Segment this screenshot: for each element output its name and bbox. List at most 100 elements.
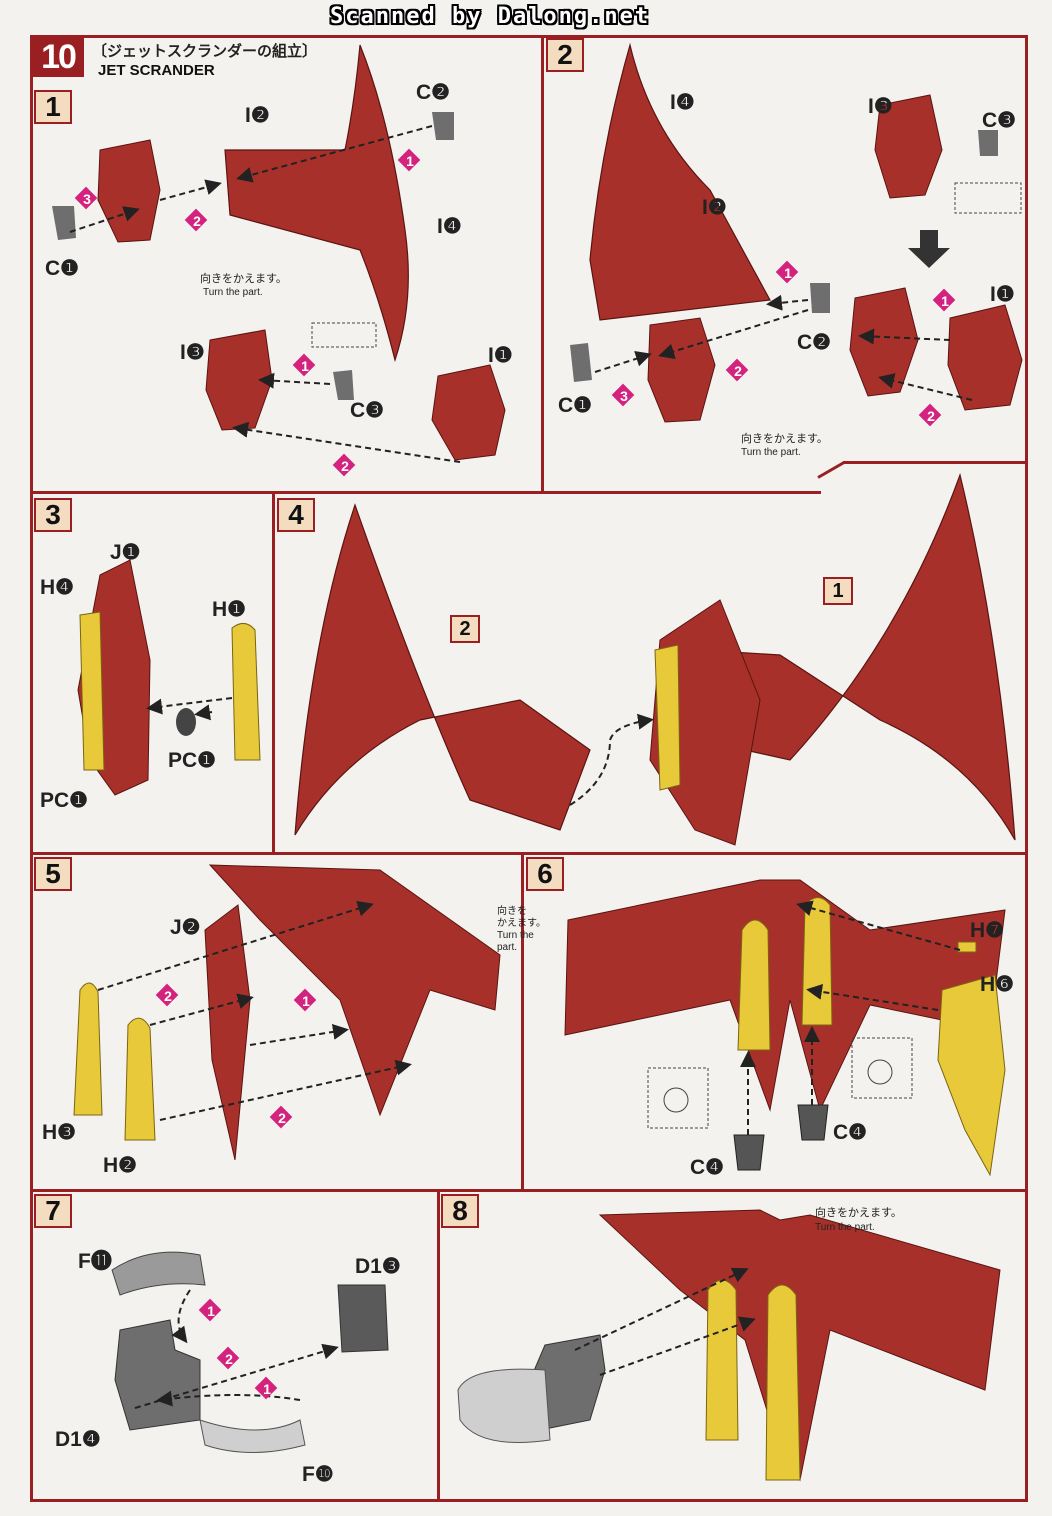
step6-detail-circle-left bbox=[663, 1087, 689, 1113]
step3-part-h1 bbox=[231, 623, 261, 761]
step1-order-3: 3 bbox=[74, 186, 98, 210]
step2-detail-box bbox=[954, 182, 1022, 214]
step2-down-arrow bbox=[908, 230, 950, 268]
step3-label-pc1-right: PC❶ bbox=[168, 749, 216, 772]
step-badge-8: 8 bbox=[441, 1194, 479, 1228]
step7-order-2: 2 bbox=[216, 1346, 240, 1370]
step1-detail-box bbox=[311, 322, 377, 348]
section-number: 10 bbox=[32, 37, 84, 77]
step6-part-h6 bbox=[937, 974, 1006, 1177]
step6-part-c4-left bbox=[733, 1134, 765, 1171]
step4-ref-2: 2 bbox=[450, 615, 480, 643]
step2-note-en: Turn the part. bbox=[741, 447, 801, 458]
step3-label-h4: H❹ bbox=[40, 576, 74, 599]
step7-label-d13: D1❸ bbox=[355, 1255, 401, 1278]
step2-order-1b: 1 bbox=[932, 288, 956, 312]
step2-order-3: 3 bbox=[611, 383, 635, 407]
step3-label-h1: H❶ bbox=[212, 598, 246, 621]
step1-order-2b: 2 bbox=[332, 453, 356, 477]
section-title-en: JET SCRANDER bbox=[98, 62, 215, 79]
step1-label-c1: C❶ bbox=[45, 257, 79, 280]
step7-label-f11: F⓫ bbox=[78, 1250, 112, 1273]
step2-label-i2: I❷ bbox=[702, 196, 727, 219]
step5-order-2b: 2 bbox=[269, 1105, 293, 1129]
step7-part-d14 bbox=[114, 1319, 201, 1431]
step-badge-1: 1 bbox=[34, 90, 72, 124]
step7-part-f11 bbox=[111, 1251, 206, 1296]
step7-label-f10: F❿ bbox=[302, 1463, 334, 1486]
step5-order-2a: 2 bbox=[155, 983, 179, 1007]
step1-label-i2: I❷ bbox=[245, 104, 270, 127]
step2-label-c2: C❷ bbox=[797, 331, 831, 354]
step1-part-c2 bbox=[432, 112, 454, 140]
step6-label-c4-right: C❹ bbox=[833, 1121, 867, 1144]
scan-watermark: Scanned by Dalong.net bbox=[330, 4, 651, 29]
step8-boost-b bbox=[765, 1284, 801, 1481]
step1-part-i1 bbox=[431, 364, 506, 461]
step4-wing-right bbox=[699, 472, 1016, 841]
divider-row3-vertical bbox=[521, 854, 524, 1190]
step1-wing-half bbox=[224, 44, 409, 363]
step2-part-i1 bbox=[947, 304, 1023, 411]
step5-note-en-line1: Turn the bbox=[497, 930, 534, 941]
step2-part-c3 bbox=[978, 130, 998, 156]
step2-order-2b: 2 bbox=[918, 403, 942, 427]
divider-row1 bbox=[31, 491, 821, 494]
step3-label-j1: J❶ bbox=[110, 541, 141, 564]
step1-label-i4: I❹ bbox=[437, 215, 462, 238]
step6-part-c4-right bbox=[797, 1104, 829, 1141]
step-badge-3: 3 bbox=[34, 498, 72, 532]
divider-row2 bbox=[31, 852, 1026, 855]
step5-turn-note: 向きを かえます。 Turn the part. bbox=[497, 906, 546, 954]
step2-wing-half bbox=[589, 42, 771, 321]
step5-note-jp-line1: 向きを bbox=[497, 906, 527, 917]
step-badge-6: 6 bbox=[526, 857, 564, 891]
step3-label-pc1-left: PC❶ bbox=[40, 789, 88, 812]
divider-row4-vertical bbox=[437, 1191, 440, 1501]
step5-order-1: 1 bbox=[293, 988, 317, 1012]
step1-part-fragment bbox=[97, 139, 161, 243]
step1-order-1b: 1 bbox=[292, 353, 316, 377]
page-frame bbox=[30, 35, 1028, 1502]
step6-detail-circle-right bbox=[867, 1059, 893, 1085]
step7-order-1b: 1 bbox=[254, 1376, 278, 1400]
section-title-jp: 〔ジェットスクランダーの組立〕 bbox=[92, 43, 318, 60]
step2-label-i3: I❸ bbox=[868, 95, 893, 118]
step4-ref-1: 1 bbox=[823, 577, 853, 605]
step1-label-c3: C❸ bbox=[350, 399, 384, 422]
divider-row2-vertical bbox=[272, 493, 275, 853]
step-badge-5: 5 bbox=[34, 857, 72, 891]
step5-note-jp-line2: かえます。 bbox=[497, 918, 546, 929]
step5-part-j2 bbox=[204, 904, 251, 1161]
step5-label-h2: H❷ bbox=[103, 1154, 137, 1177]
step5-label-h3: H❸ bbox=[42, 1121, 76, 1144]
step7-part-d13 bbox=[337, 1284, 389, 1353]
step1-order-1: 1 bbox=[397, 148, 421, 172]
step-badge-7: 7 bbox=[34, 1194, 72, 1228]
divider-row1-right bbox=[843, 461, 1028, 464]
step1-note-en: Turn the part. bbox=[203, 287, 263, 298]
step4-join-arrow bbox=[569, 713, 654, 806]
step6-label-c4-left: C❹ bbox=[690, 1156, 724, 1179]
step4-wing-left bbox=[294, 503, 591, 836]
step2-part-i3 bbox=[874, 94, 943, 199]
step2-label-i1: I❶ bbox=[990, 283, 1015, 306]
divider-row3 bbox=[31, 1189, 1026, 1192]
step2-part-i3-b bbox=[849, 287, 919, 397]
divider-top-vertical bbox=[541, 36, 544, 492]
step1-note-jp: 向きをかえます。 bbox=[200, 273, 287, 285]
step1-order-2: 2 bbox=[184, 208, 208, 232]
step7-label-d14: D1❹ bbox=[55, 1428, 101, 1451]
step6-wing bbox=[564, 879, 1006, 1112]
step1-label-i1: I❶ bbox=[488, 344, 513, 367]
step2-label-c3: C❸ bbox=[982, 109, 1016, 132]
step2-note-jp: 向きをかえます。 bbox=[741, 433, 828, 445]
step2-label-c1: C❶ bbox=[558, 394, 592, 417]
step3-body-h4 bbox=[79, 611, 105, 771]
step6-detail-box-left bbox=[647, 1067, 709, 1129]
step2-part-c2 bbox=[810, 283, 830, 313]
step6-boost-a bbox=[737, 919, 771, 1051]
step1-part-i3 bbox=[205, 329, 273, 431]
step5-label-j2: J❷ bbox=[170, 916, 201, 939]
